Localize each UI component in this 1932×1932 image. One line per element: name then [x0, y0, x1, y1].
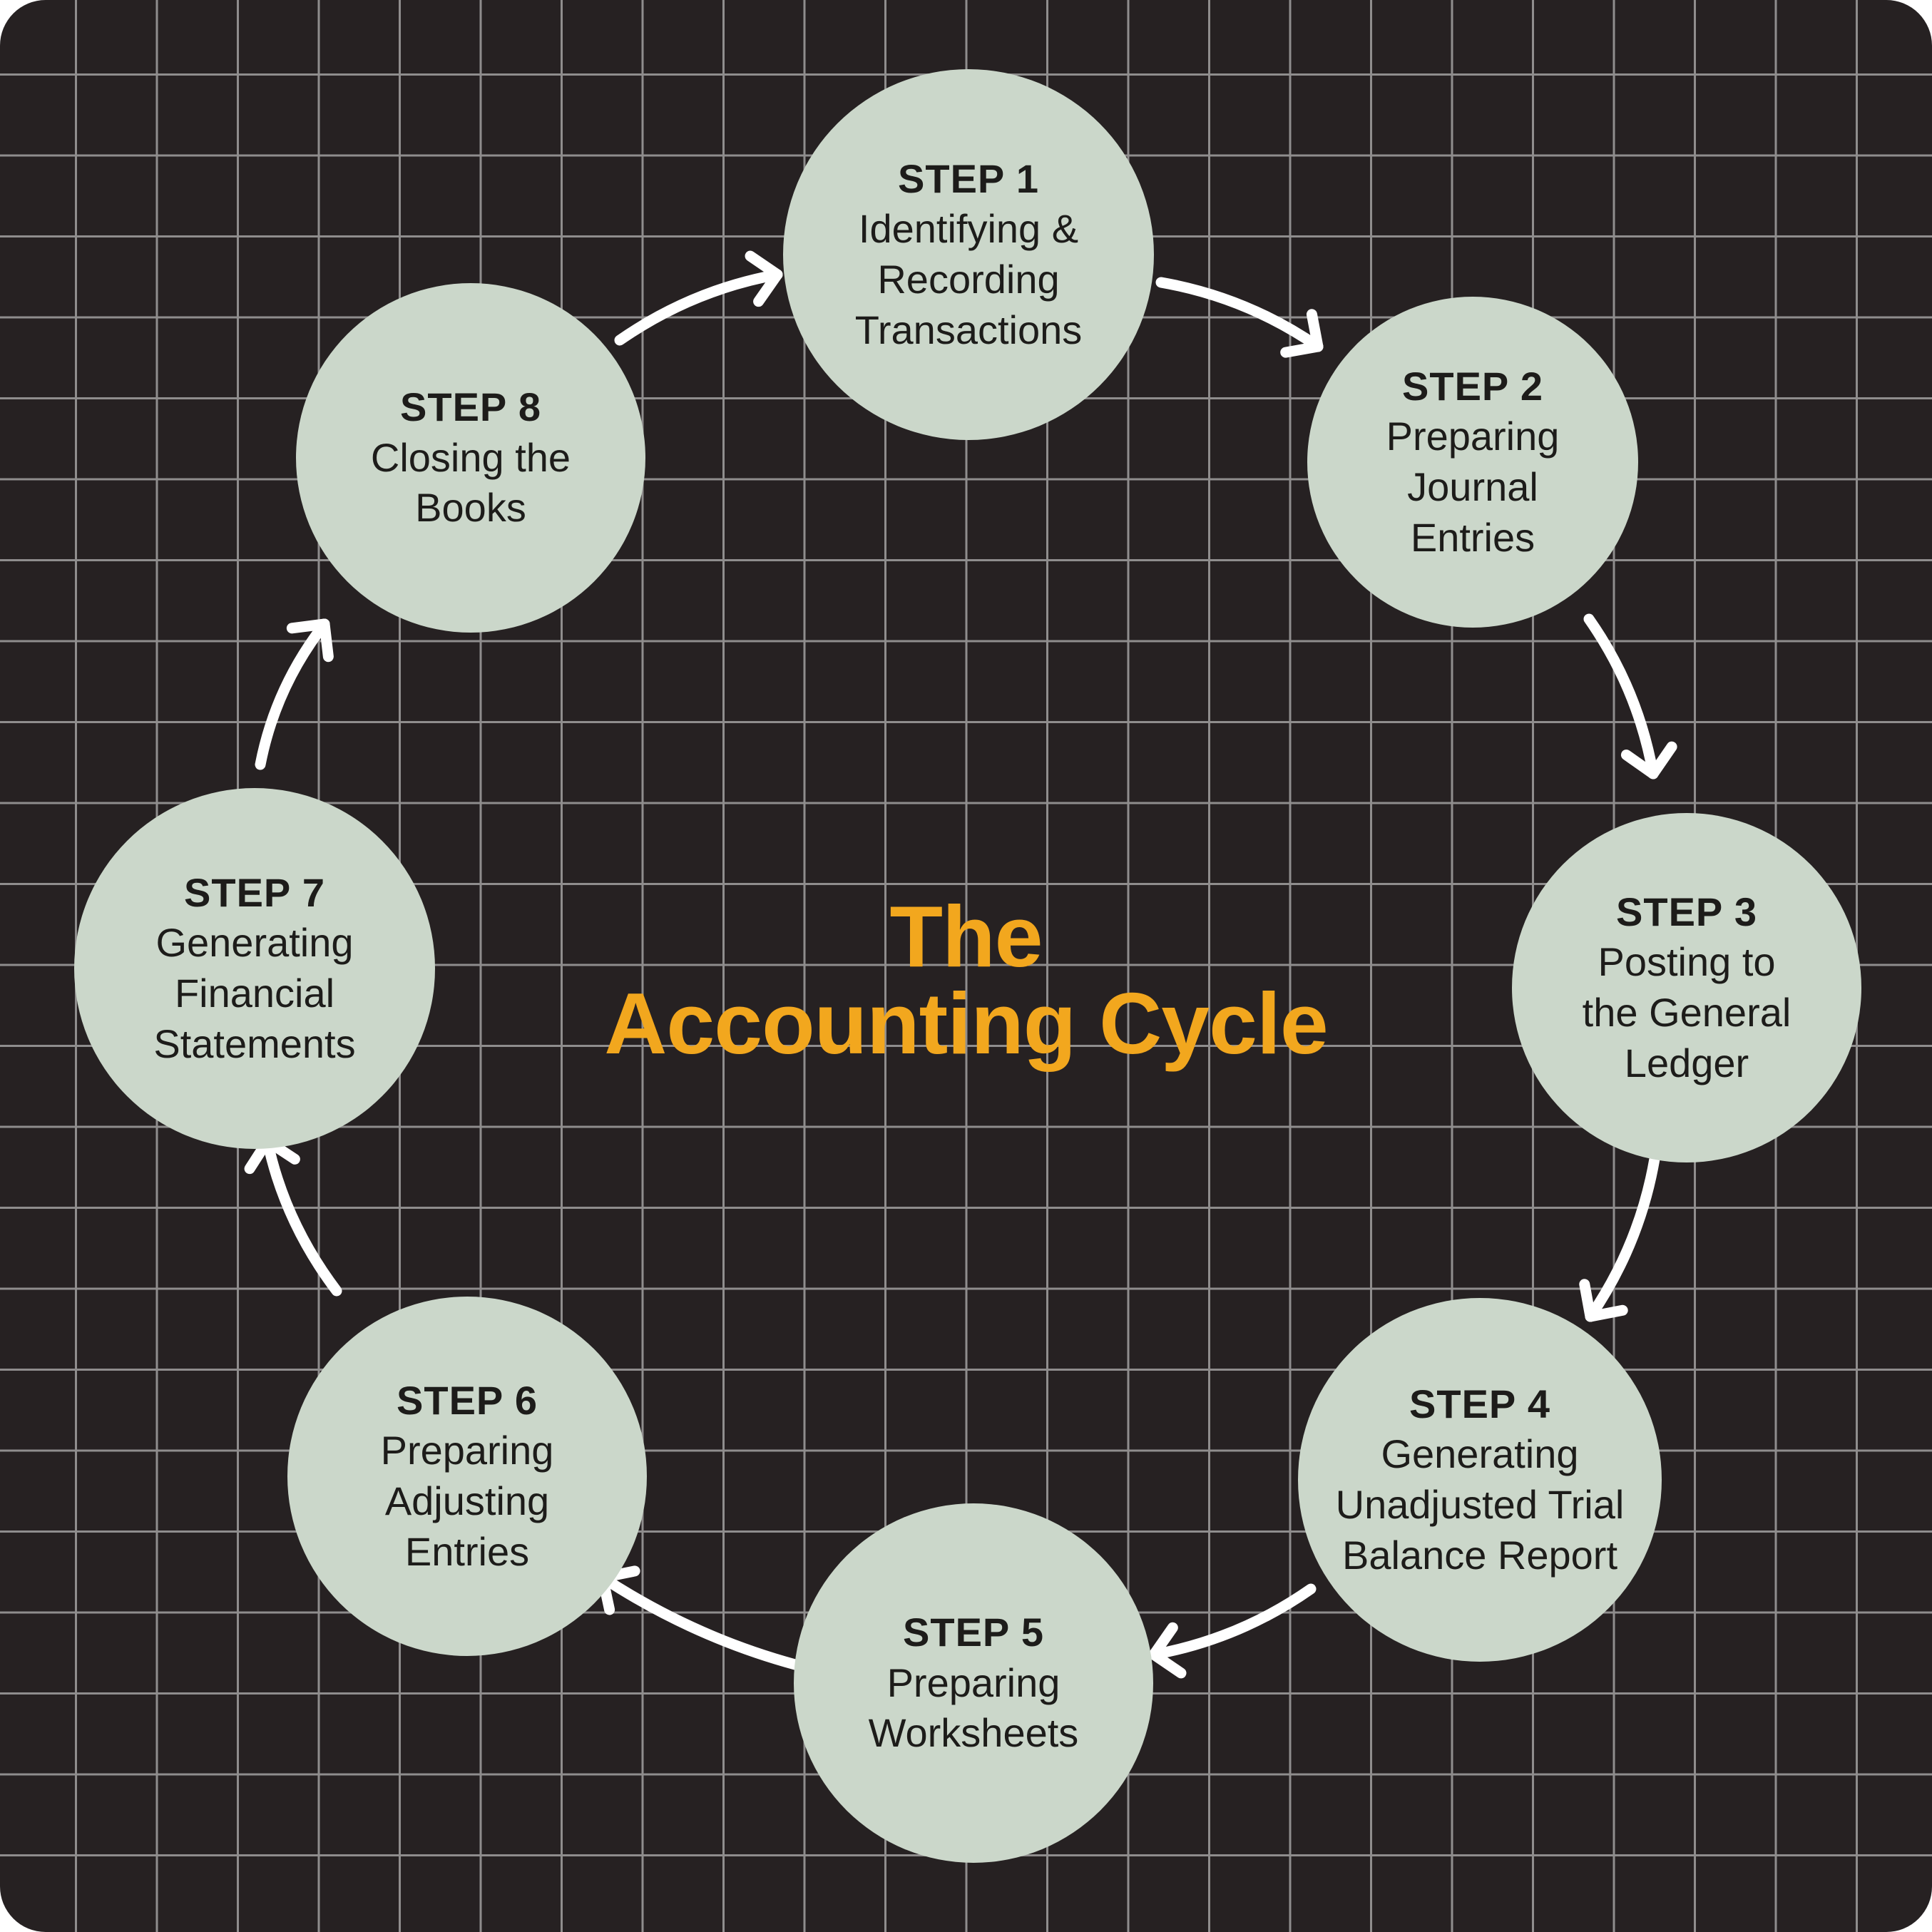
page-title: The Accounting Cycle	[604, 888, 1328, 1072]
flow-arrow-2-to-3	[1583, 613, 1677, 780]
step-1-circle: STEP 1 Identifying & Recording Transacti…	[783, 69, 1154, 440]
flow-arrow-4-to-5	[1148, 1583, 1317, 1679]
step-1-description: Identifying & Recording Transactions	[854, 206, 1083, 352]
step-5-circle: STEP 5 Preparing Worksheets	[794, 1503, 1153, 1863]
step-7-circle: STEP 7 Generating Financial Statements	[74, 788, 435, 1149]
step-2-circle: STEP 2 Preparing Journal Entries	[1307, 297, 1638, 628]
flow-arrow-8-to-1	[614, 250, 783, 346]
flow-arrow-6-to-7	[244, 1135, 342, 1297]
step-2-label: STEP 2	[1402, 363, 1543, 409]
step-3-description: Posting to the General Ledger	[1582, 939, 1792, 1085]
flow-arrow-7-to-8	[255, 618, 334, 770]
flow-arrow-5-to-6	[597, 1565, 812, 1673]
step-5-label: STEP 5	[903, 1610, 1044, 1655]
step-8-description: Closing the Books	[370, 434, 571, 531]
step-7-label: STEP 7	[184, 869, 325, 915]
flow-arrow-3-to-4	[1579, 1153, 1660, 1322]
step-6-description: Preparing Adjusting Entries	[380, 1428, 554, 1574]
step-3-label: STEP 3	[1616, 889, 1757, 934]
step-4-label: STEP 4	[1409, 1381, 1550, 1426]
step-8-circle: STEP 8 Closing the Books	[296, 283, 645, 633]
step-7-description: Generating Financial Statements	[153, 920, 356, 1066]
step-4-circle: STEP 4 Generating Unadjusted Trial Balan…	[1298, 1298, 1662, 1662]
flow-arrow-1-to-2	[1155, 277, 1324, 358]
step-8-label: STEP 8	[400, 384, 541, 430]
step-4-description: Generating Unadjusted Trial Balance Repo…	[1335, 1431, 1625, 1578]
step-6-label: STEP 6	[397, 1377, 538, 1423]
step-3-circle: STEP 3 Posting to the General Ledger	[1512, 813, 1861, 1162]
step-1-label: STEP 1	[898, 155, 1039, 201]
step-6-circle: STEP 6 Preparing Adjusting Entries	[287, 1297, 647, 1656]
step-5-description: Preparing Worksheets	[868, 1660, 1079, 1756]
step-2-description: Preparing Journal Entries	[1386, 414, 1560, 560]
